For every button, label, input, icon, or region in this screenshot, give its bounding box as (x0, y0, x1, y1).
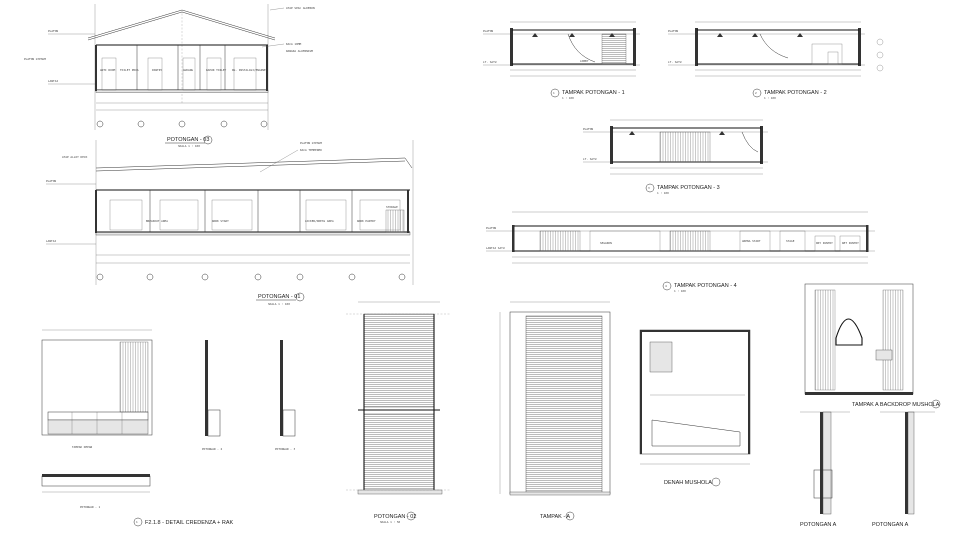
room-label: LOCKER/DRESS AREA (305, 219, 334, 223)
drawing-number: 4 (665, 284, 667, 288)
room-label: ANTI ROOM (100, 68, 115, 72)
section-potongan-02: POTONGAN - 02 SKALA 1 : 50 (346, 301, 450, 524)
drawing-title: DENAH MUSHOLA (664, 480, 712, 486)
room-label: STORAGE (386, 205, 398, 209)
view-label: TAMPAK DEPAN (72, 445, 93, 449)
drawing-title: TAMPAK A BACKDROP MUSHOLA (852, 402, 940, 408)
drawing-scale: 1 : 100 (657, 191, 669, 195)
drawing-title: POTONGAN - 02 (374, 514, 416, 520)
detail-credenza: TAMPAK DEPAN POTONGAN - 1 POTONGAN - 2 P… (41, 329, 296, 527)
drawing-title: TAMPAK POTONGAN - 4 (674, 283, 737, 289)
room-label: TOILET PRIA (120, 68, 139, 72)
elevation-tampak-4: PLAFON LANTAI SATU SEGARON ARENA START S… (486, 211, 875, 293)
level-tag: LANTAI SATU (486, 246, 505, 250)
drawing-title: POTONGAN A (800, 522, 837, 528)
note-text: RANGKA ALUMINIUM (286, 49, 313, 53)
drawing-scale: SKALA 1 : 100 (268, 302, 290, 306)
level-tag: LANTAI (48, 79, 58, 83)
level-tag: PLAFON (583, 127, 593, 131)
view-label: POTONGAN - 2 (202, 447, 223, 451)
level-tag: PLAFON (483, 29, 493, 33)
note-text: PLAFON GYPSUM (300, 141, 322, 145)
level-tag: LT. SATU (483, 60, 497, 64)
elevation-tampak-1: PLAFON LT. SATU LOBBY 1 TAMPAK POTONGAN … (483, 21, 640, 100)
drawing-number: 3 (648, 186, 650, 190)
level-tag: PLAFON (486, 226, 496, 230)
drawing-title: TAMPAK POTONGAN - 1 (562, 90, 625, 96)
drawing-number: 1 (136, 520, 138, 524)
section-potongan-03: ANTI ROOM TOILET PRIA PANTRY GUDANG DAPU… (24, 4, 315, 148)
drawing-scale: SKALA 1 : 50 (380, 520, 401, 524)
room-label: ARENA START (742, 239, 761, 243)
level-tag: PLAFON (668, 29, 678, 33)
plan-denah-mushola: DENAH MUSHOLA (639, 329, 751, 487)
room-label: DRY PANTRY (816, 241, 833, 245)
drawing-scale: 1 : 100 (562, 96, 574, 100)
drawing-scale: 1 : 100 (764, 96, 776, 100)
room-label: LOBBY (580, 59, 589, 63)
elevation-tampak-3: PLAFON LT. SATU 3 TAMPAK POTONGAN - 3 1 … (583, 119, 768, 195)
level-tag: LT. SATU (668, 60, 682, 64)
room-label: PANTRY (152, 68, 162, 72)
view-label: POTONGAN - 1 (80, 505, 101, 509)
level-tag: LT. SATU (583, 157, 597, 161)
room-label: STAGE (786, 239, 795, 243)
section-potongan-01: BREAKOUT AREA WORK START LOCKER/DRESS AR… (46, 140, 414, 306)
drawing-title: POTONGAN - 03 (167, 137, 209, 143)
level-tag: LANTAI (46, 239, 56, 243)
room-label: SEGARON (600, 241, 612, 245)
room-label: RG. INSTALASI/ENGINE (232, 68, 266, 72)
room-label: BREAKOUT AREA (146, 219, 168, 223)
elevation-tampak-2: PLAFON LT. SATU 2 TAMPAK POTONGAN - 2 1 … (668, 21, 884, 100)
note-text: PLAFON GYPSUM (24, 57, 46, 61)
room-label: WORK PANTRY (357, 219, 376, 223)
drawing-number: 2 (755, 91, 757, 95)
drawing-title: TAMPAK POTONGAN - 2 (764, 90, 827, 96)
elevation-backdrop-mushola: TAMPAK A BACKDROP MUSHOLA (804, 283, 941, 409)
room-label: GUDANG (183, 68, 193, 72)
room-label: WET PANTRY (842, 241, 859, 245)
note-text: ATAP SPAC ALDERON (286, 6, 315, 10)
room-label: WORK START (212, 219, 229, 223)
note-text: ATAP ALLOY DECK (62, 155, 88, 159)
drawing-scale: SKALA 1 : 100 (178, 144, 200, 148)
section-potongan-bottom: POTONGAN A POTONGAN A (800, 411, 935, 528)
level-tag: PLAFON (46, 179, 56, 183)
note-text: KACA TEMPERED (300, 148, 322, 152)
note-text: KACA 10MM (286, 42, 301, 46)
drawing-number: 1 (553, 91, 555, 95)
elevation-tampak-a: TAMPAK - A (499, 301, 611, 521)
room-label: DAPUR TOILET (206, 68, 227, 72)
drawing-scale: 1 : 100 (674, 289, 686, 293)
drawing-title: F2.1.8 - DETAIL CREDENZA + RAK (145, 520, 234, 526)
drawing-title: POTONGAN A (872, 522, 909, 528)
view-label: POTONGAN - 3 (275, 447, 296, 451)
drawing-title: TAMPAK POTONGAN - 3 (657, 185, 720, 191)
drawing-title: TAMPAK - A (540, 514, 570, 520)
level-tag: PLAFON (48, 29, 58, 33)
drawing-title: POTONGAN - 01 (258, 294, 300, 300)
